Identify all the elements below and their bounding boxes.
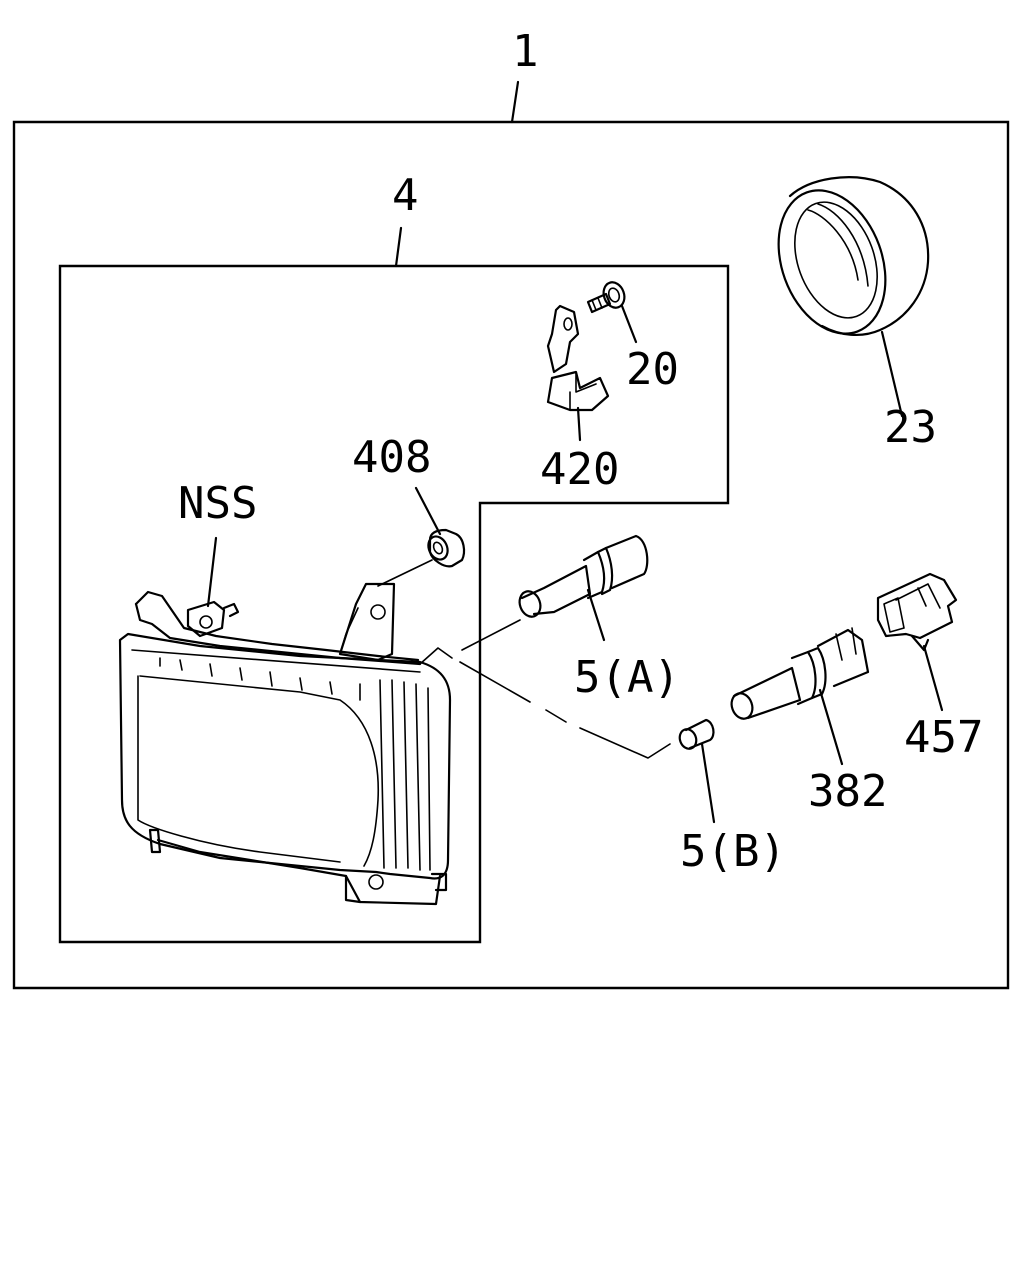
bracket-part bbox=[546, 304, 610, 412]
lamp-unit-frame bbox=[58, 264, 730, 944]
leader-grommet bbox=[414, 486, 442, 536]
bulb-b-ref-line bbox=[459, 661, 671, 759]
grommet-part bbox=[427, 528, 466, 568]
callout-ring: 23 bbox=[884, 402, 937, 453]
callout-connector: 457 bbox=[904, 712, 983, 763]
ring-part bbox=[777, 176, 930, 336]
leader-bulb-a bbox=[586, 588, 606, 642]
callout-screw: 20 bbox=[626, 344, 679, 395]
bulb-b-part bbox=[678, 718, 715, 750]
callout-nss: NSS bbox=[178, 478, 257, 529]
leader-connector bbox=[922, 644, 944, 712]
assembly-frame bbox=[12, 120, 1010, 990]
callout-lamp-unit: 4 bbox=[392, 170, 419, 221]
leader-bulb-b bbox=[700, 742, 716, 824]
callout-bracket: 420 bbox=[540, 444, 619, 495]
grommet-ref-line bbox=[377, 559, 433, 587]
bulb-a-ref-line bbox=[461, 619, 521, 651]
lamp-housing bbox=[118, 582, 452, 906]
socket-ref-mark bbox=[419, 647, 453, 665]
callout-bulb-a: 5(A) bbox=[574, 652, 680, 703]
leader-screw bbox=[620, 304, 638, 344]
leader-socket bbox=[818, 688, 844, 766]
leader-nss bbox=[206, 536, 218, 608]
callout-bulb-b: 5(B) bbox=[680, 826, 786, 877]
leader-bracket bbox=[576, 406, 582, 442]
leader-ring bbox=[880, 330, 904, 418]
callout-assembly: 1 bbox=[512, 26, 539, 77]
callout-socket: 382 bbox=[808, 766, 887, 817]
leader-lamp-unit bbox=[394, 226, 403, 268]
callout-grommet: 408 bbox=[352, 432, 431, 483]
leader-assembly bbox=[510, 80, 520, 124]
connector-part bbox=[876, 572, 958, 652]
socket-part bbox=[730, 627, 870, 720]
screw-part bbox=[586, 281, 626, 314]
bulb-a-part bbox=[518, 534, 649, 618]
